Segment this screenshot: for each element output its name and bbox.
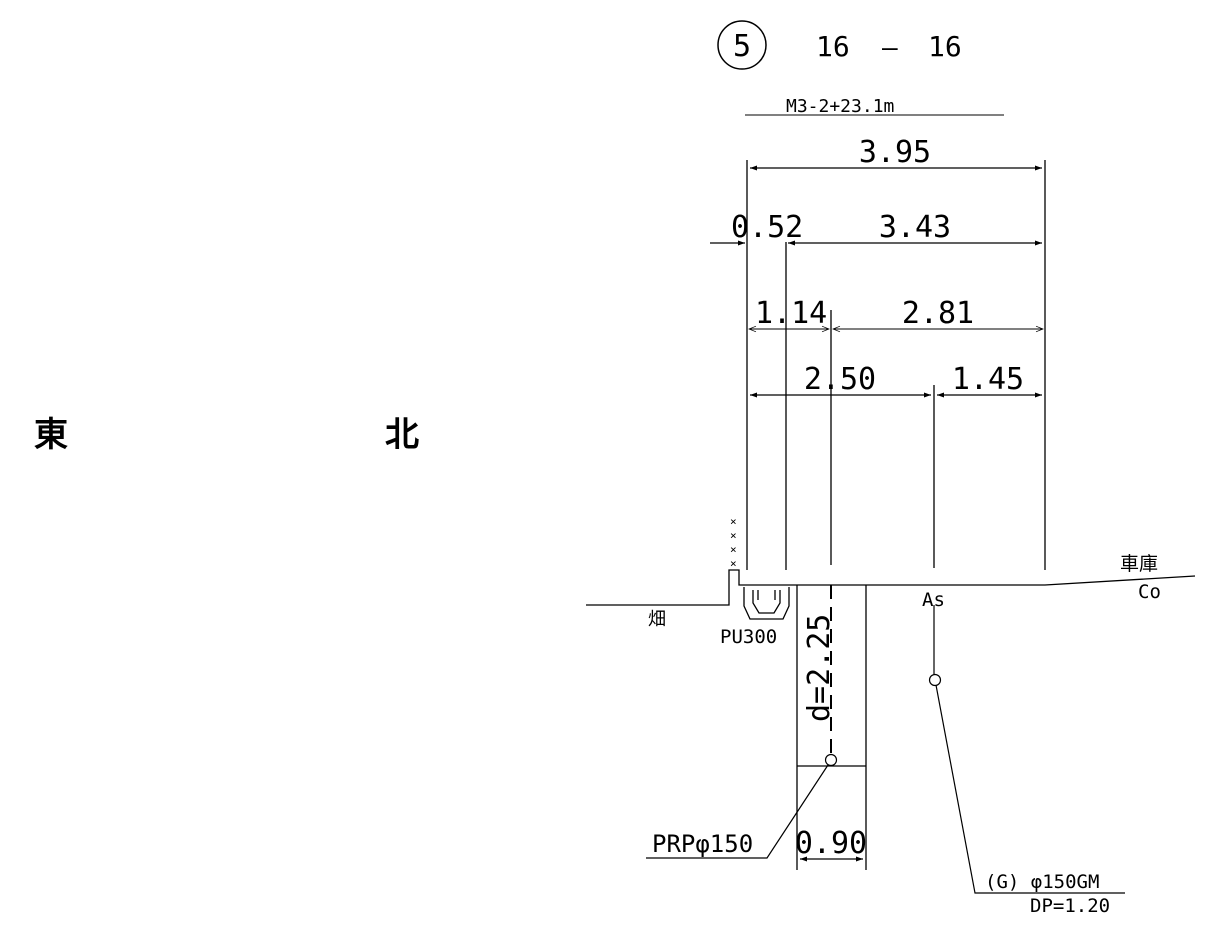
- dim-row-4: 2.50 1.45: [750, 362, 1042, 398]
- garage-label: 車庫: [1120, 553, 1158, 575]
- direction-right: 北: [385, 415, 419, 455]
- dim-row-3: 1.14 2.81: [748, 296, 1044, 333]
- section-header: 5 16 — 16 M3-2+23.1m: [717, 20, 1004, 117]
- gas-pipe-circle: [928, 673, 942, 687]
- dim-right-span-1: 3.43: [879, 210, 951, 245]
- svg-text:×: ×: [730, 543, 737, 556]
- svg-text:×: ×: [730, 557, 737, 570]
- asphalt-label: As: [922, 589, 945, 611]
- section-separator: —: [882, 33, 898, 63]
- gas-depth-label: DP=1.20: [1030, 895, 1110, 917]
- gutter-label: PU300: [720, 626, 777, 648]
- svg-text:×: ×: [730, 529, 737, 542]
- dim-left-offset-2: 1.14: [755, 296, 827, 331]
- section-number: 5: [733, 29, 751, 64]
- dim-row-2: 0.52 3.43: [710, 210, 1042, 246]
- gas-leader: [935, 684, 1125, 894]
- station-label: M3-2+23.1m: [786, 96, 894, 117]
- gutter-u-shape: [743, 587, 790, 620]
- fence-markers: × × × ×: [730, 515, 737, 570]
- concrete-label: Co: [1138, 581, 1161, 603]
- dim-trench-width: 0.90: [795, 826, 867, 862]
- dim-total: 3.95: [750, 135, 1042, 171]
- sewer-pipe: PRPφ150: [646, 753, 838, 859]
- sewer-leader: [646, 764, 829, 859]
- extension-lines: [746, 160, 1046, 570]
- section-to: 16: [928, 30, 962, 63]
- sewer-pipe-label: PRPφ150: [652, 830, 753, 858]
- section-from: 16: [816, 30, 850, 63]
- dim-left-offset-1: 0.52: [731, 210, 803, 245]
- ground-profile: [586, 569, 1196, 606]
- depth-label: d=2.25: [802, 614, 837, 722]
- direction-left: 東: [34, 415, 68, 455]
- trench-width-label: 0.90: [795, 826, 867, 861]
- svg-text:×: ×: [730, 515, 737, 528]
- dim-right-span-3: 1.45: [952, 362, 1024, 397]
- dim-total-label: 3.95: [859, 135, 931, 170]
- section-number-circle: [717, 20, 767, 70]
- dim-right-span-2: 2.81: [902, 296, 974, 331]
- gas-pipe: (G) φ150GM DP=1.20: [928, 605, 1125, 917]
- field-label: 畑: [648, 609, 666, 630]
- dim-left-offset-3: 2.50: [804, 362, 876, 397]
- sewer-pipe-circle: [824, 753, 838, 767]
- gas-pipe-label: (G) φ150GM: [985, 871, 1099, 893]
